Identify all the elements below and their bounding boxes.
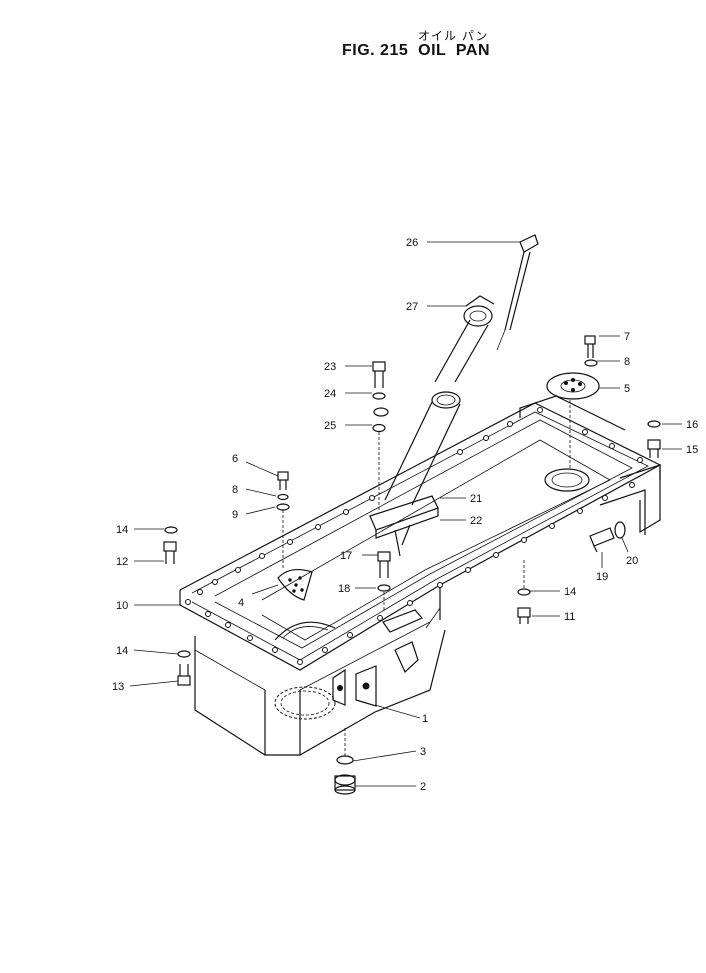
figure-name: OIL PAN	[418, 42, 490, 59]
callout-3: 3	[420, 746, 426, 758]
figure-number: FIG. 215	[342, 42, 409, 59]
callout-25: 25	[324, 420, 336, 432]
callout-9: 9	[232, 509, 238, 521]
callout-21: 21	[470, 493, 482, 505]
callout-27: 27	[406, 301, 418, 313]
leader-lines	[129, 241, 682, 787]
callout-5: 5	[624, 383, 630, 395]
callout-8-lower: 8	[232, 484, 238, 496]
callout-numbers: 26 27 7 8 5 23 24 25 16 15 6 8 9 21 22 1…	[112, 237, 698, 793]
strainer-part-4	[277, 568, 313, 601]
callout-14-b: 14	[564, 586, 576, 598]
callout-1: 1	[422, 713, 428, 725]
callout-14-c: 14	[116, 645, 128, 657]
callout-16: 16	[686, 419, 698, 431]
callout-23: 23	[324, 361, 336, 373]
callout-22: 22	[470, 515, 482, 527]
callout-7: 7	[624, 331, 630, 343]
callout-19: 19	[596, 571, 608, 583]
subtitle-japanese: オイル パン	[418, 29, 489, 43]
callout-20: 20	[626, 555, 638, 567]
callout-24: 24	[324, 388, 336, 400]
callout-13: 13	[112, 681, 124, 693]
callout-26: 26	[406, 237, 418, 249]
callout-8-upper: 8	[624, 356, 630, 368]
callout-15: 15	[686, 444, 698, 456]
callout-14-a: 14	[116, 524, 128, 536]
figure-title: FIG. 215 OIL PAN	[342, 42, 490, 60]
oil-pan-sump	[194, 621, 446, 756]
callout-18: 18	[338, 583, 350, 595]
cover-plate-part-5	[544, 372, 600, 492]
oil-pan-flange	[179, 395, 662, 671]
fasteners	[163, 335, 661, 795]
flange-bolt-holes	[185, 407, 643, 665]
callout-2: 2	[420, 781, 426, 793]
callout-17: 17	[340, 550, 352, 562]
callout-4: 4	[238, 597, 244, 609]
callout-10: 10	[116, 600, 128, 612]
filler-tube	[369, 234, 539, 633]
callout-6: 6	[232, 453, 238, 465]
callout-11: 11	[564, 611, 575, 623]
callout-12: 12	[116, 556, 128, 568]
